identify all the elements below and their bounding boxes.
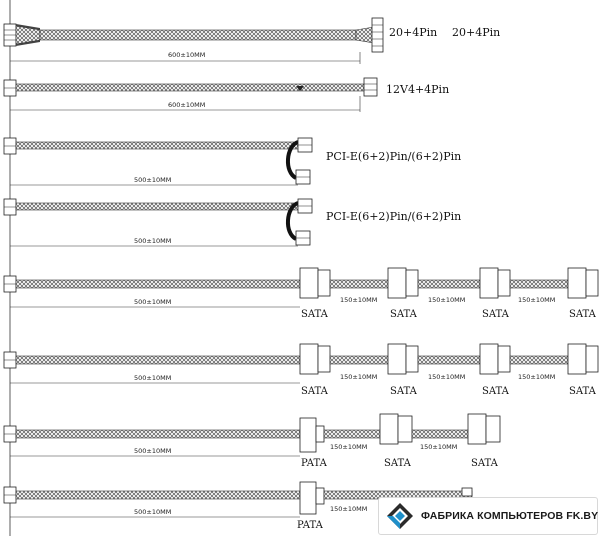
cpu-braid-sleeve xyxy=(15,83,365,92)
sata-connector xyxy=(379,413,399,445)
pcie-braid-sleeve xyxy=(15,202,299,211)
segment-label: 150±10MM xyxy=(340,296,377,304)
sata-connector xyxy=(567,267,587,299)
sata-braid-main xyxy=(15,355,301,365)
sata-braid-segment xyxy=(509,355,569,365)
length-label: 500±10MM xyxy=(134,298,171,306)
sata-braid-segment xyxy=(509,279,569,289)
connector-label: SATA xyxy=(482,309,510,320)
pcie-braid-sleeve xyxy=(15,141,299,150)
segment-label: 150±10MM xyxy=(420,443,457,451)
cable-pcie-1: 500±10MM PCI-E(6+2)Pin/(6+2)Pin xyxy=(3,137,461,186)
cable-pata: 500±10MM 150±10MM PATA xyxy=(3,481,473,531)
segment-label: 150±10MM xyxy=(518,296,555,304)
connector-label: PATA xyxy=(297,520,324,531)
length-label: 500±10MM xyxy=(134,176,171,184)
cable-sata-2: 500±10MM 150±10MM 150±10MM 150±10MM SATA… xyxy=(3,343,599,397)
length-label: 500±10MM xyxy=(134,508,171,516)
cable-atx-20-4pin: 600±10MM 20+4Pin 20+4Pin xyxy=(3,17,500,64)
cable-label: PCI-E(6+2)Pin/(6+2)Pin xyxy=(326,150,461,163)
sata-connector xyxy=(299,343,319,375)
sata-connector xyxy=(387,267,407,299)
connector-cpu-right xyxy=(363,77,378,97)
segment-label: 150±10MM xyxy=(340,373,377,381)
cable-sata-1: 500±10MM 150±10MM 150±10MM 150±10MM SATA… xyxy=(3,267,599,320)
pata-braid-main xyxy=(15,429,301,439)
cable-12v-4-4pin: 600±10MM 12V4+4Pin xyxy=(3,77,449,112)
connector-label: PATA xyxy=(301,458,328,469)
connector-label: SATA xyxy=(569,309,597,320)
segment-label: 150±10MM xyxy=(330,443,367,451)
cable-label: 12V4+4Pin xyxy=(386,83,449,96)
cable-pata-sata: 500±10MM 150±10MM 150±10MM PATA SATA SAT… xyxy=(3,413,501,469)
logo-text: ФАБРИКА КОМПЬЮТЕРОВ FK.BY xyxy=(421,510,599,522)
connector-label: SATA xyxy=(301,386,329,397)
length-label: 500±10MM xyxy=(134,374,171,382)
connector-label: SATA xyxy=(569,386,597,397)
sata-braid-segment xyxy=(417,279,481,289)
sata-braid-segment xyxy=(417,355,481,365)
length-label: 500±10MM xyxy=(134,237,171,245)
pcie-split-loop xyxy=(286,140,300,180)
sata-braid-main xyxy=(15,279,301,289)
sata-connector xyxy=(299,267,319,299)
sata-connector xyxy=(387,343,407,375)
segment-label: 150±10MM xyxy=(428,373,465,381)
connector-atx-right xyxy=(371,17,384,53)
sata-braid-segment xyxy=(329,355,391,365)
length-label: 600±10MM xyxy=(168,51,205,59)
pata-connector xyxy=(299,417,317,453)
segment-label: 150±10MM xyxy=(428,296,465,304)
sata-connector xyxy=(567,343,587,375)
fk-logo-badge: ФАБРИКА КОМПЬЮТЕРОВ FK.BY xyxy=(378,497,598,535)
connector-label: SATA xyxy=(390,386,418,397)
sata-connector xyxy=(479,343,499,375)
connector-label: SATA xyxy=(301,309,329,320)
sata-connector xyxy=(467,413,487,445)
fk-logo-icon xyxy=(387,503,413,529)
cable-label-2: 20+4Pin xyxy=(452,26,500,39)
sata-braid-segment xyxy=(329,279,391,289)
sata-braid-segment xyxy=(411,429,471,439)
pcie-split-loop xyxy=(286,201,300,241)
pata-braid-main xyxy=(15,490,301,500)
connector-label: SATA xyxy=(471,458,499,469)
connector-label: SATA xyxy=(482,386,510,397)
length-label: 500±10MM xyxy=(134,447,171,455)
segment-label: 150±10MM xyxy=(518,373,555,381)
cable-label: 20+4Pin xyxy=(389,26,437,39)
connector-label: SATA xyxy=(384,458,412,469)
length-label: 600±10MM xyxy=(168,101,205,109)
cable-label: PCI-E(6+2)Pin/(6+2)Pin xyxy=(326,210,461,223)
segment-label: 150±10MM xyxy=(330,505,367,513)
cable-pcie-2: 500±10MM PCI-E(6+2)Pin/(6+2)Pin xyxy=(3,198,461,247)
atx-braid-sleeve xyxy=(39,29,357,41)
connector-label: SATA xyxy=(390,309,418,320)
sata-braid-segment xyxy=(323,429,383,439)
sata-connector xyxy=(479,267,499,299)
pata-connector xyxy=(299,481,317,515)
